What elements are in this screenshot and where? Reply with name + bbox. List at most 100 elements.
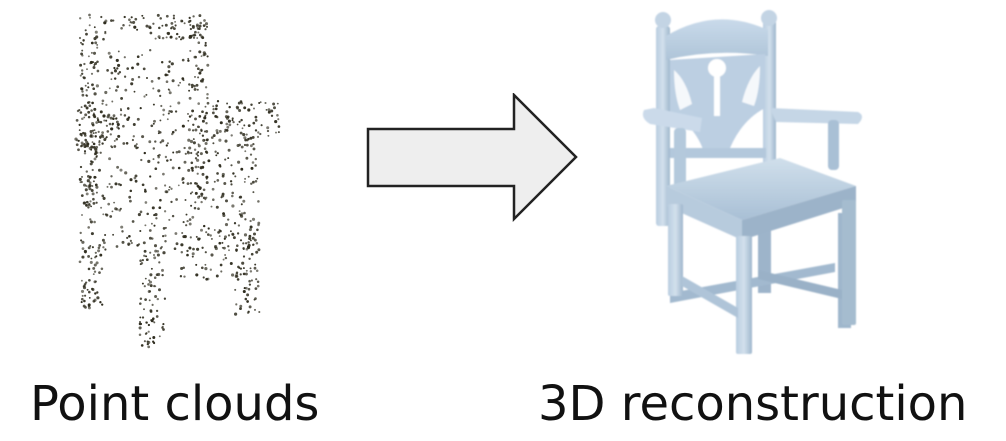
point-cloud-point (149, 284, 153, 288)
point-cloud-point (90, 145, 94, 149)
point-cloud-point (143, 285, 146, 288)
point-cloud-point (95, 35, 99, 39)
point-cloud-point (195, 263, 198, 266)
point-cloud-point (207, 227, 210, 230)
point-cloud-point (248, 279, 251, 283)
point-cloud-point (196, 27, 200, 30)
point-cloud-point (81, 43, 85, 46)
point-cloud-point (132, 123, 136, 126)
point-cloud-point (196, 88, 199, 91)
point-cloud-point (168, 218, 171, 221)
point-cloud-point (77, 148, 80, 152)
point-cloud-point (247, 241, 250, 244)
point-cloud-point (96, 296, 100, 300)
point-cloud-point (224, 235, 227, 239)
point-cloud-point (277, 125, 281, 128)
point-cloud-point (113, 77, 117, 80)
point-cloud-point (250, 103, 253, 107)
point-cloud-point (189, 192, 192, 195)
point-cloud-point (94, 251, 97, 254)
point-cloud-point (276, 114, 279, 117)
point-cloud-point (192, 15, 195, 18)
point-cloud-point (142, 17, 145, 20)
point-cloud-point (98, 244, 102, 247)
point-cloud-point (236, 123, 239, 126)
point-cloud-point (90, 134, 94, 138)
point-cloud-point (134, 174, 138, 178)
point-cloud-point (222, 213, 226, 218)
point-cloud-point (101, 131, 104, 134)
point-cloud-point (225, 122, 229, 126)
point-cloud-point (141, 183, 145, 187)
point-cloud-point (265, 109, 268, 111)
point-cloud-point (218, 129, 222, 133)
point-cloud-point (153, 224, 156, 227)
point-cloud-point (194, 75, 196, 78)
point-cloud-point (246, 311, 250, 314)
point-cloud-point (181, 36, 185, 40)
point-cloud-point (175, 32, 179, 36)
point-cloud-point (144, 201, 148, 204)
point-cloud-point (80, 301, 83, 304)
point-cloud-point (81, 117, 84, 120)
point-cloud-point (107, 202, 111, 206)
point-cloud-point (95, 201, 98, 204)
point-cloud-point (83, 183, 86, 187)
point-cloud-point (181, 58, 185, 62)
point-cloud-point (200, 128, 203, 131)
point-cloud-point (201, 246, 204, 249)
point-cloud-point (92, 51, 97, 55)
point-cloud-point (246, 300, 249, 303)
point-cloud-point (115, 89, 118, 92)
point-cloud-point (238, 120, 241, 123)
point-cloud-point (189, 139, 194, 144)
point-cloud-point (267, 108, 271, 112)
point-cloud-point (108, 87, 111, 90)
point-cloud-point (200, 194, 203, 198)
point-cloud-point (94, 135, 97, 138)
point-cloud-point (162, 108, 166, 112)
point-cloud-point (164, 73, 168, 77)
point-cloud-point (183, 235, 187, 239)
point-cloud-point (182, 221, 185, 224)
point-cloud-point (244, 297, 248, 301)
point-cloud-point (186, 182, 190, 185)
point-cloud-point (92, 112, 95, 115)
point-cloud-point (183, 146, 186, 150)
point-cloud-point (246, 245, 251, 249)
point-cloud-point (166, 118, 169, 121)
point-cloud-point (253, 308, 257, 311)
point-cloud-point (223, 130, 227, 133)
point-cloud-point (244, 242, 248, 245)
point-cloud-point (141, 135, 145, 139)
point-cloud-point (159, 119, 162, 122)
point-cloud-point (196, 195, 201, 199)
point-cloud-point (100, 15, 103, 19)
point-cloud-point (201, 119, 205, 123)
point-cloud-point (128, 18, 131, 22)
point-cloud-point (81, 49, 84, 52)
point-cloud-point (87, 110, 91, 114)
point-cloud-point (159, 131, 162, 134)
point-cloud-point (227, 157, 230, 160)
point-cloud-point (272, 102, 276, 106)
point-cloud-point (153, 276, 157, 279)
point-cloud-point (197, 41, 201, 45)
point-cloud-point (211, 187, 215, 191)
point-cloud-point (191, 129, 195, 132)
point-cloud-point (108, 157, 112, 161)
point-cloud-point (111, 123, 114, 126)
point-cloud-point (143, 249, 147, 253)
point-cloud-point (201, 68, 204, 72)
point-cloud-point (154, 249, 158, 253)
point-cloud-point (103, 138, 107, 142)
point-cloud-point (228, 249, 230, 252)
point-cloud-point (109, 133, 112, 136)
point-cloud-point (113, 66, 116, 70)
point-cloud-point (200, 192, 204, 196)
point-cloud-point (256, 284, 260, 288)
point-cloud-point (139, 259, 142, 262)
point-cloud-point (211, 111, 215, 115)
point-cloud-point (153, 284, 156, 288)
point-cloud-point (158, 26, 161, 30)
